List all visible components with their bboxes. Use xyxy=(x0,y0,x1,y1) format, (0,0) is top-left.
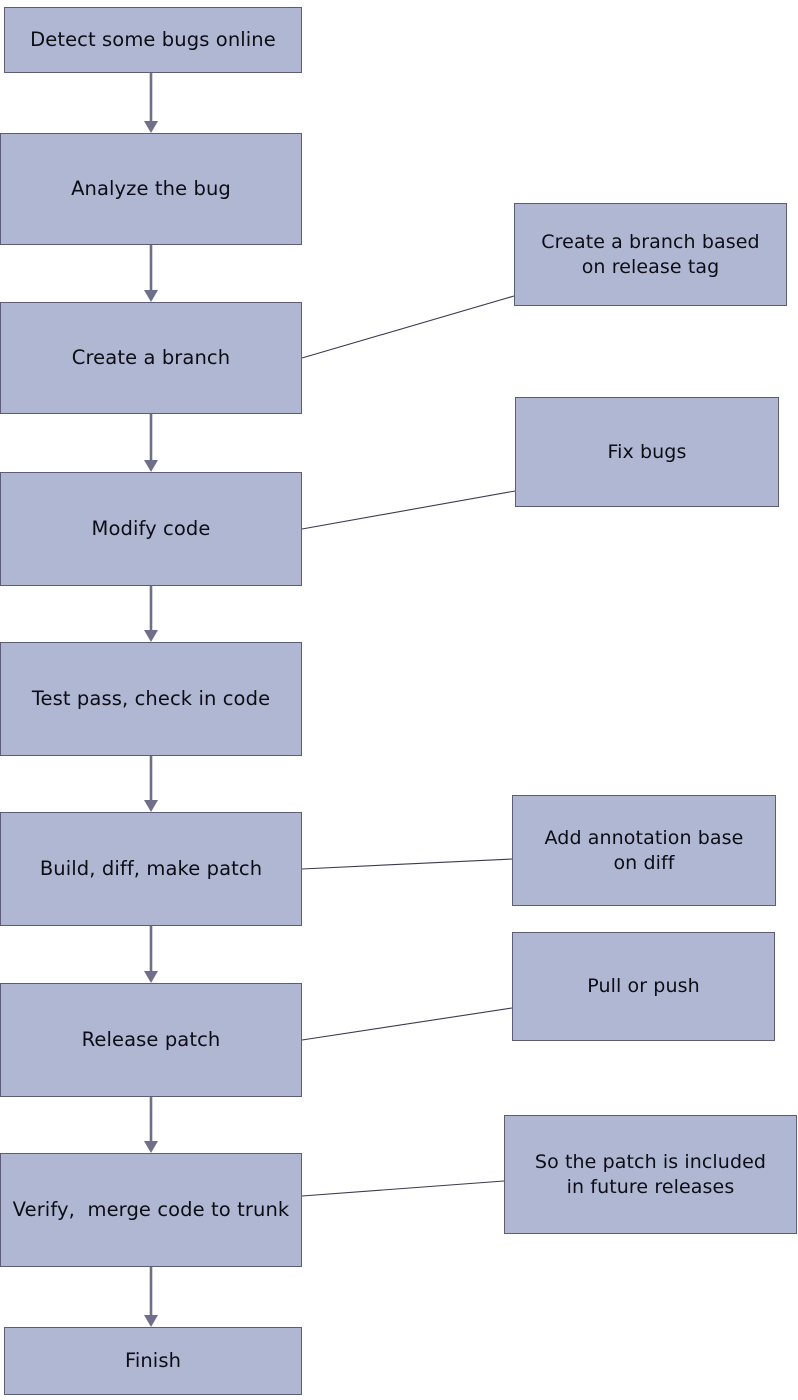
arrow-head-modify-code-to-test-checkin xyxy=(144,630,158,642)
arrow-head-verify-merge-to-finish xyxy=(144,1315,158,1327)
flow-node-start[interactable]: Detect some bugs online xyxy=(4,7,302,73)
arrow-head-start-to-analyze xyxy=(144,121,158,133)
conn-branch xyxy=(301,295,515,359)
node-label: Modify code xyxy=(91,516,211,540)
flow-node-create-branch[interactable]: Create a branch xyxy=(0,302,302,414)
note-box-note-annotation[interactable]: Add annotation base on diff xyxy=(512,795,776,906)
note-box-note-fix-bugs[interactable]: Fix bugs xyxy=(515,397,779,507)
node-label: Fix bugs xyxy=(607,440,687,463)
node-label: Verify, merge code to trunk xyxy=(12,1197,290,1221)
conn-future xyxy=(301,1180,505,1197)
flow-node-release-patch[interactable]: Release patch xyxy=(0,983,302,1097)
node-label: So the patch is included in future relea… xyxy=(534,1151,767,1198)
note-box-note-pull-push[interactable]: Pull or push xyxy=(512,932,775,1041)
node-label: Create a branch xyxy=(71,345,231,369)
node-label: Test pass, check in code xyxy=(31,686,271,710)
note-box-note-future-releases[interactable]: So the patch is included in future relea… xyxy=(504,1115,797,1234)
node-label: Create a branch based on release tag xyxy=(541,231,760,278)
conn-annotation xyxy=(301,858,513,870)
note-box-note-branch[interactable]: Create a branch based on release tag xyxy=(514,203,787,306)
flow-node-verify-merge[interactable]: Verify, merge code to trunk xyxy=(0,1153,302,1267)
node-label: Build, diff, make patch xyxy=(39,856,263,880)
flow-node-build-diff-patch[interactable]: Build, diff, make patch xyxy=(0,812,302,926)
arrow-head-analyze-to-create-branch xyxy=(144,290,158,302)
node-label: Finish xyxy=(124,1348,182,1372)
node-label: Pull or push xyxy=(587,975,700,998)
node-label: Add annotation base on diff xyxy=(544,827,744,874)
conn-fix-bugs xyxy=(301,490,516,530)
arrow-head-create-branch-to-modify-code xyxy=(144,460,158,472)
flow-node-finish[interactable]: Finish xyxy=(4,1327,302,1395)
node-label: Analyze the bug xyxy=(71,176,231,200)
arrow-head-release-patch-to-verify-merge xyxy=(144,1141,158,1153)
flow-node-modify-code[interactable]: Modify code xyxy=(0,472,302,586)
arrow-head-build-diff-patch-to-release-patch xyxy=(144,971,158,983)
conn-pull-push xyxy=(301,1007,513,1041)
arrow-head-test-checkin-to-build-diff-patch xyxy=(144,800,158,812)
connector-group xyxy=(301,295,516,1197)
flow-node-test-checkin[interactable]: Test pass, check in code xyxy=(0,642,302,756)
node-label: Release patch xyxy=(81,1027,221,1051)
flow-node-analyze[interactable]: Analyze the bug xyxy=(0,133,302,245)
node-label: Detect some bugs online xyxy=(30,27,276,51)
